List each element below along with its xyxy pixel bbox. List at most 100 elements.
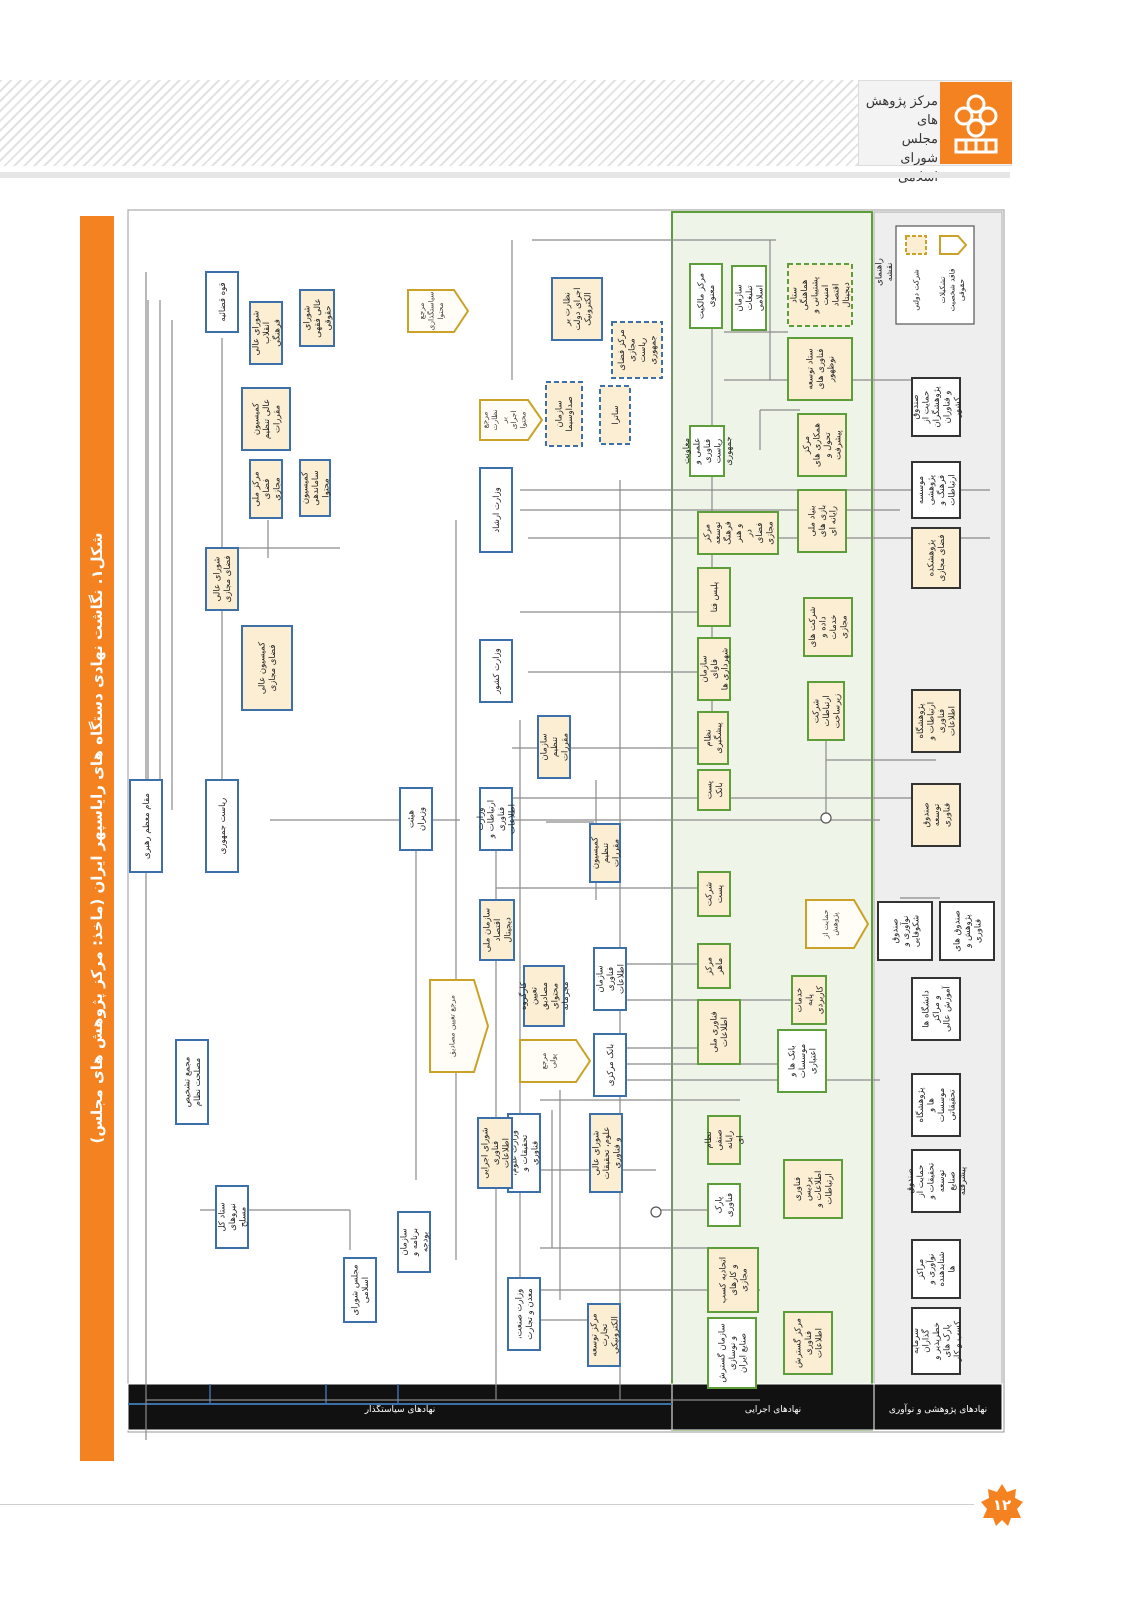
node-label-line: نظام — [704, 1131, 714, 1148]
node-label-line: پست — [705, 780, 715, 799]
node-label-line: مرجع — [417, 303, 426, 320]
node-label-line: مرجع — [539, 1053, 548, 1070]
node-label-line: صندوق های — [952, 910, 962, 951]
emblem-icon — [954, 94, 998, 154]
node-label-line: شورای عالی — [591, 1131, 601, 1176]
node-label-line: اطلاعات — [814, 1328, 824, 1358]
node-label-line: خدمات — [829, 615, 839, 640]
node-label-line: سرمایه — [911, 1328, 921, 1354]
node-label-line: مرکز ملی — [251, 471, 261, 506]
node-label-line: مجازی — [272, 477, 282, 500]
node-label-line: الکترونیک — [583, 292, 593, 326]
node-label-line: مجلس شورای — [351, 1264, 361, 1315]
node-label-line: تحول و — [823, 432, 833, 459]
node-label-line: نوآوری و — [925, 1254, 937, 1286]
node-label-line: پارک های — [942, 1324, 952, 1358]
node-label-line: اطلاعات — [501, 1138, 511, 1168]
node-label-line: کمیسیون عالی — [258, 641, 268, 694]
node-label-line: الکترونیکی — [610, 1316, 620, 1354]
node-label-line: پولی — [548, 1054, 557, 1069]
node-label-line: و هنر — [734, 524, 744, 544]
node-label-line: دیجیتال — [842, 282, 852, 308]
node-label-line: صنایع ایران — [738, 1333, 748, 1373]
node-label-line: دیجیتال — [503, 917, 513, 943]
node-label-line: شورای — [302, 306, 312, 331]
node-label-line: محتوا — [519, 411, 528, 428]
legend-swatch-company-icon — [905, 235, 927, 255]
node-label-line: ساماندهی — [311, 470, 321, 505]
node-label-line: اسلامی — [755, 285, 765, 311]
node-label-line: مرکز — [802, 436, 812, 455]
node-label-line: صنفی — [715, 1129, 725, 1150]
node-label-line: ریاست — [713, 439, 723, 464]
node-bank: بانک مرکزی — [593, 1033, 627, 1097]
node-label-line: اطلاعات و — [814, 1171, 824, 1209]
node-label-line: وزارت صنعت، — [515, 1289, 525, 1339]
node-label-line: مرکز توسعه — [589, 1313, 599, 1356]
node-label-line: توسعه — [713, 521, 723, 544]
node-label-line: کشور — [953, 396, 963, 418]
node-label-line: نیروهای — [228, 1203, 238, 1230]
node-label-line: ارتباطات و — [487, 800, 497, 839]
node-label-line: پیشرفت — [834, 430, 844, 460]
node-label-line: شتابدهنده — [937, 1251, 947, 1286]
node-label-line: فناوری — [530, 1141, 540, 1165]
node-label-line: کارگروه — [518, 981, 529, 1010]
advisory-callout: مرجع تعیین مصادیق — [429, 979, 490, 1073]
node-label-line: مسلح — [238, 1207, 248, 1227]
node-ershad: وزارت ارشاد — [479, 467, 513, 553]
node-label-line: سازمان — [734, 284, 744, 311]
node-label-line: نظارت — [490, 409, 499, 430]
node-label-line: زیرساخت — [832, 694, 842, 728]
node-label-line: مرکز گسترش — [792, 1318, 803, 1368]
node-label-line: صندوق — [921, 803, 931, 828]
node-label-line: شرکت های — [808, 607, 818, 648]
node-label-line: معدن و تجارت — [525, 1288, 535, 1339]
node-label-line: اجرای دولت — [573, 288, 583, 331]
node-label-line: مرکز فضای — [617, 329, 627, 370]
node-label-line: فناوری ملی — [710, 1011, 720, 1052]
node-label-line: هماهنگی — [799, 280, 810, 311]
node-label-line: کسب و کار — [953, 1320, 963, 1362]
node-label-line: شهرداری ها — [720, 648, 730, 690]
node-label-line: فناوری — [606, 967, 616, 991]
node-label-line: فرهنگ — [722, 521, 733, 544]
node-label-line: پایه — [805, 993, 815, 1006]
node-label-line: بر — [500, 417, 509, 424]
node-label-line: شورای عالی — [213, 557, 223, 602]
node-label-line: مقررات — [560, 733, 570, 761]
node-label-line: وزیران — [417, 807, 427, 831]
band-label-cell — [127, 1383, 673, 1431]
node-label-line: صندوق — [890, 919, 900, 944]
node-label-line: فضای مجازی — [268, 645, 278, 692]
node-label-line: مرجع — [481, 412, 490, 429]
node-label-line: علمی و — [692, 438, 702, 466]
node-label-line: و مراکز — [932, 995, 942, 1023]
node-label-line: معنوی — [707, 285, 717, 307]
band-label-cell — [671, 1383, 875, 1431]
node-label-line: مجمع تشخیص — [183, 1057, 193, 1108]
node-ghova: قوه قضائیه — [205, 271, 239, 333]
